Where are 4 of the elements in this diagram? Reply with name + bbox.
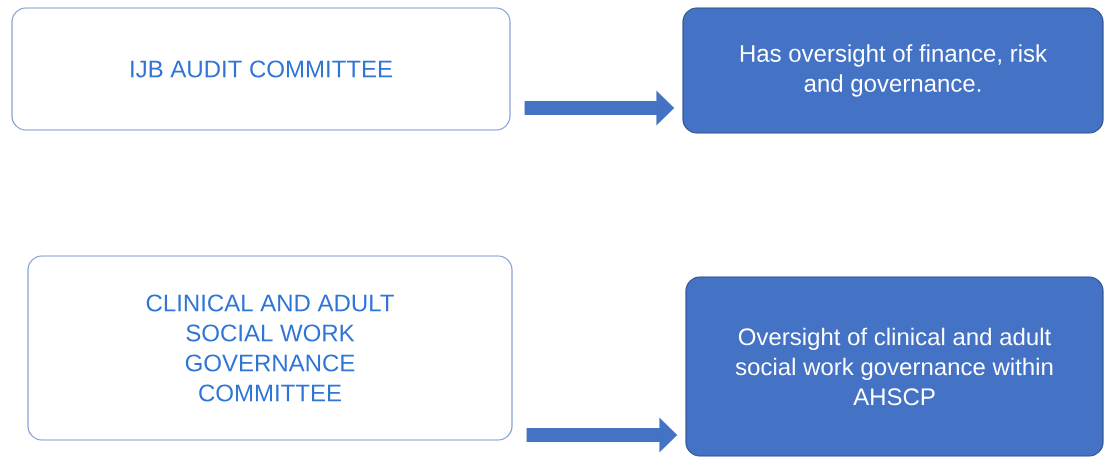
description-box: Oversight of clinical and adult social work governance within AHSCP [685,276,1104,457]
committee-box: IJB AUDIT COMMITTEE [11,7,511,131]
description-box: Has oversight of finance, risk and governance. [682,7,1104,134]
committee-box: CLINICAL AND ADULT SOCIAL WORK GOVERNANCE COMMITTEE [27,255,513,441]
